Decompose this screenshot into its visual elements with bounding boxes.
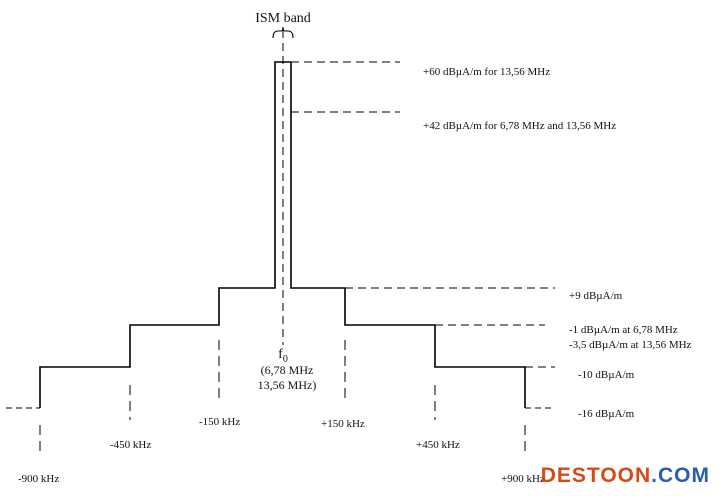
watermark-part1: DESTOON — [540, 464, 652, 487]
center-frequency-line1: (6,78 MHz — [261, 363, 314, 377]
center-frequency-f: f — [278, 347, 283, 362]
ism-band-brace — [272, 26, 294, 39]
freq-label-p900: +900 kHz — [501, 473, 545, 485]
freq-label-p450: +450 kHz — [416, 439, 460, 451]
level-label-60: +60 dBµA/m for 13,56 MHz — [423, 66, 550, 78]
center-frequency-subscript: 0 — [283, 354, 288, 365]
freq-label-m900: -900 kHz — [18, 473, 59, 485]
center-frequency-line2: 13,56 MHz) — [258, 378, 317, 392]
center-frequency-symbol: f0 — [278, 347, 288, 365]
freq-label-p150: +150 kHz — [321, 418, 365, 430]
level-label-m16: -16 dBµA/m — [578, 408, 635, 420]
level-label-m1: -1 dBµA/m at 6,78 MHz — [569, 324, 678, 336]
watermark: DESTOON.COM — [541, 464, 710, 488]
level-label-42: +42 dBµA/m for 6,78 MHz and 13,56 MHz — [423, 120, 616, 132]
freq-label-m150: -150 kHz — [199, 416, 240, 428]
ism-band-title: ISM band — [255, 11, 311, 26]
freq-label-m450: -450 kHz — [110, 439, 151, 451]
level-label-m10: -10 dBµA/m — [578, 369, 635, 381]
level-label-m35: -3,5 dBµA/m at 13,56 MHz — [569, 339, 692, 351]
level-label-9: +9 dBµA/m — [569, 290, 623, 302]
watermark-part2: .COM — [651, 464, 710, 487]
